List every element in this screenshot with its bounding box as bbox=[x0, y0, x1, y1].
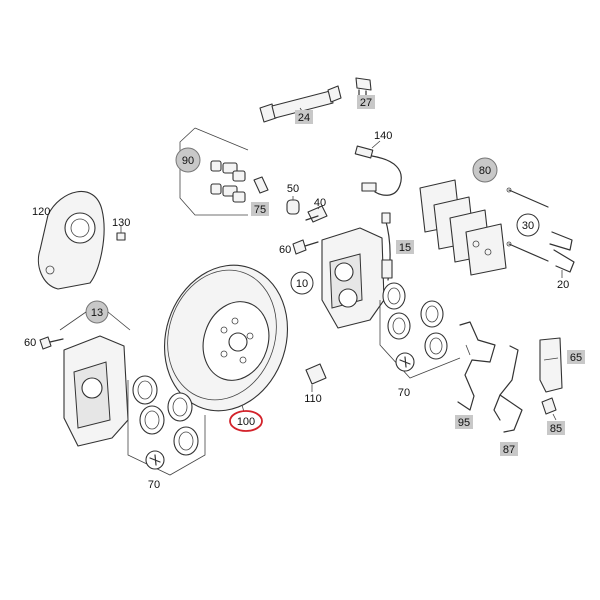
part-70-seal-kit-right[interactable] bbox=[382, 282, 448, 360]
label-75: 75 bbox=[254, 204, 266, 216]
label-140: 140 bbox=[374, 130, 392, 142]
tag-95[interactable] bbox=[455, 415, 473, 429]
label-24: 24 bbox=[298, 112, 310, 124]
part-80-brake-pads[interactable] bbox=[419, 179, 507, 276]
tag-65[interactable] bbox=[567, 350, 585, 364]
part-120-dust-shield[interactable] bbox=[37, 191, 105, 290]
part-130-bolt[interactable] bbox=[116, 226, 126, 241]
part-60-bolt-upper[interactable] bbox=[292, 239, 319, 255]
label-65: 65 bbox=[570, 352, 582, 364]
part-95-anti-rattle-spring[interactable] bbox=[457, 321, 496, 411]
part-70-seal-kit-left[interactable] bbox=[132, 375, 199, 456]
tag-27[interactable] bbox=[357, 95, 375, 109]
label-10: 10 bbox=[296, 278, 308, 290]
part-30-pins[interactable] bbox=[506, 187, 549, 262]
tag-87[interactable] bbox=[500, 442, 518, 456]
label-20: 20 bbox=[557, 279, 569, 291]
label-110: 110 bbox=[304, 393, 322, 405]
label-130: 130 bbox=[112, 217, 130, 229]
part-85-bolt[interactable] bbox=[541, 397, 557, 421]
part-20-spring-clip[interactable] bbox=[549, 231, 575, 278]
group-70-left-bracket bbox=[127, 380, 206, 476]
group-13-bracket bbox=[59, 311, 131, 331]
label-27: 27 bbox=[360, 97, 372, 109]
tag-90[interactable] bbox=[175, 147, 201, 173]
part-110-bolt[interactable] bbox=[305, 363, 327, 392]
tag-24[interactable] bbox=[295, 110, 313, 124]
part-90-sleeves-caps[interactable] bbox=[210, 160, 246, 203]
label-60b: 60 bbox=[24, 337, 36, 349]
part-13-caliper[interactable] bbox=[63, 335, 129, 447]
tag-15[interactable] bbox=[396, 240, 414, 254]
label-120: 120 bbox=[32, 206, 50, 218]
part-140-wear-sensor[interactable] bbox=[354, 140, 402, 196]
grease-tube-right-icon bbox=[395, 352, 415, 372]
label-15: 15 bbox=[399, 242, 411, 254]
label-30: 30 bbox=[522, 220, 534, 232]
tag-80[interactable] bbox=[472, 157, 498, 183]
label-85: 85 bbox=[550, 423, 562, 435]
label-50: 50 bbox=[287, 183, 299, 195]
label-95: 95 bbox=[458, 417, 470, 429]
label-87: 87 bbox=[503, 444, 515, 456]
part-75-cap[interactable] bbox=[253, 176, 269, 194]
label-100: 100 bbox=[237, 416, 255, 428]
part-87-clip[interactable] bbox=[493, 345, 523, 433]
grease-tube-left-icon bbox=[145, 450, 165, 470]
part-65-pad-sensor[interactable] bbox=[539, 337, 563, 393]
tag-85[interactable] bbox=[547, 421, 565, 435]
group-70-right-bracket bbox=[379, 300, 461, 379]
label-60a: 60 bbox=[279, 244, 291, 256]
part-60-bolt-lower[interactable] bbox=[39, 336, 64, 350]
label-40: 40 bbox=[314, 197, 326, 209]
part-15-brake-hose[interactable] bbox=[381, 212, 393, 281]
part-100-brake-disc[interactable] bbox=[146, 249, 306, 427]
label-70b: 70 bbox=[398, 387, 410, 399]
part-40-bleed-screw[interactable] bbox=[305, 205, 328, 223]
tag-100[interactable] bbox=[229, 410, 263, 432]
label-90: 90 bbox=[182, 155, 194, 167]
tag-10[interactable] bbox=[290, 271, 314, 295]
tag-75[interactable] bbox=[251, 202, 269, 216]
part-50-dust-cap[interactable] bbox=[286, 196, 300, 215]
label-80: 80 bbox=[479, 165, 491, 177]
label-13: 13 bbox=[91, 307, 103, 319]
tag-30[interactable] bbox=[516, 213, 540, 237]
group-90-kit-bracket: 90 bbox=[175, 127, 249, 216]
part-24-guide-pin[interactable] bbox=[259, 85, 342, 123]
label-70a: 70 bbox=[148, 479, 160, 491]
part-10-caliper[interactable] bbox=[321, 227, 385, 329]
